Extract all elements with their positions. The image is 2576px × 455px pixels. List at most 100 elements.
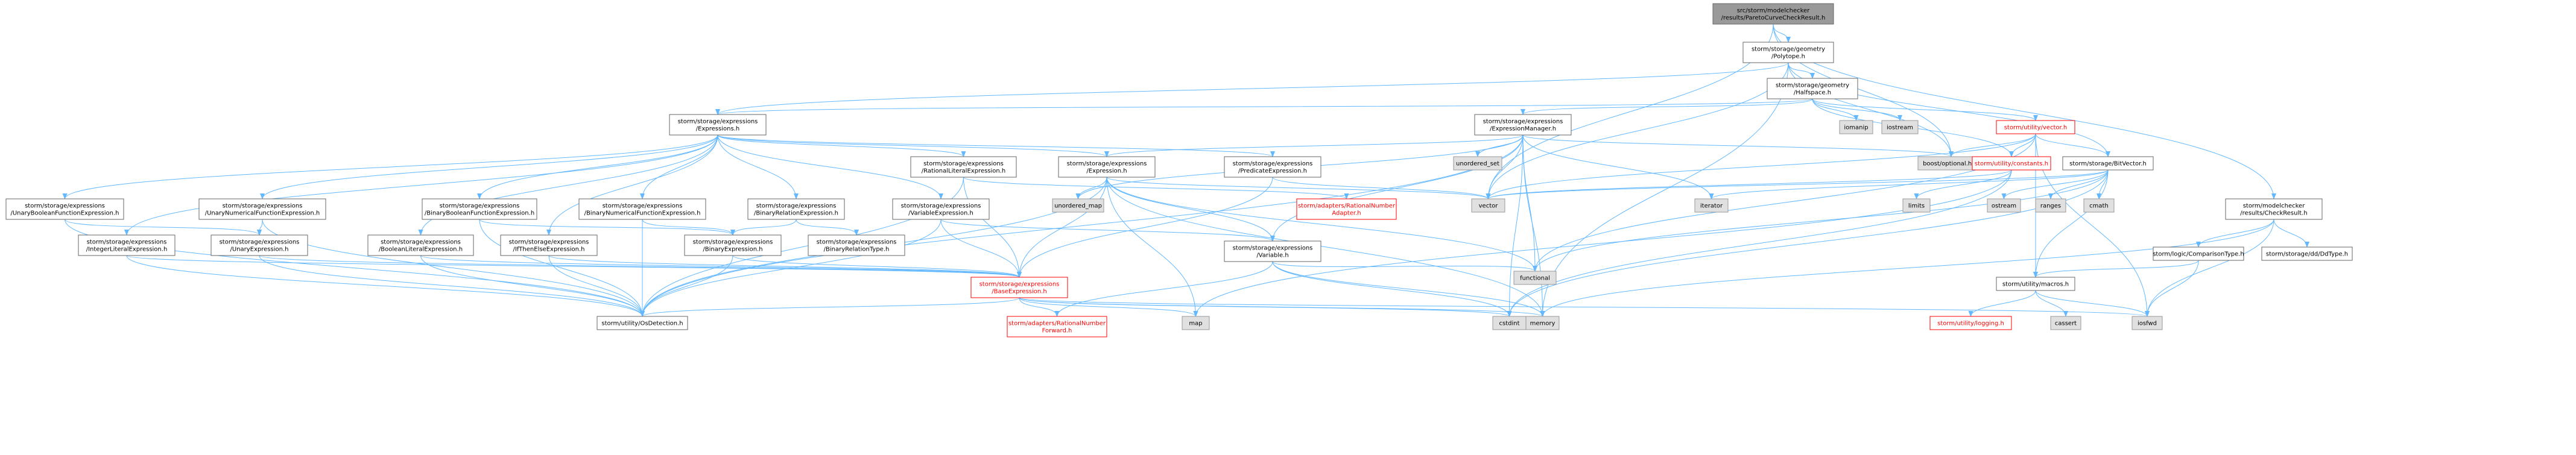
node-unary-expr[interactable]: storm/storage/expressions/UnaryExpressio…	[210, 234, 308, 256]
node-ios-detect[interactable]: storm/utility/OsDetection.h	[597, 316, 688, 330]
edge-bitvector-to-vector	[1486, 169, 2109, 199]
node-box	[597, 316, 688, 330]
node-box	[578, 198, 706, 220]
node-label-line: map	[1189, 321, 1202, 327]
node-unordered-map: unordered_map	[1052, 198, 1104, 213]
node-brel-expr[interactable]: storm/storage/expressions/BinaryRelation…	[747, 198, 845, 220]
node-box	[1712, 3, 1834, 25]
node-var-expr[interactable]: storm/storage/expressions/VariableExpres…	[892, 198, 990, 220]
node-bnf-expr[interactable]: storm/storage/expressions/BinaryNumerica…	[578, 198, 706, 220]
edge-binary_expr-to-ios_detect	[640, 255, 733, 317]
edge-expression-to-base_expr	[1017, 177, 1107, 278]
edge-expression-to-memory	[1106, 177, 1545, 317]
node-box	[1513, 271, 1557, 285]
node-bbf-expr[interactable]: storm/storage/expressions/BinaryBooleanF…	[422, 198, 537, 220]
node-box	[5, 198, 124, 220]
node-label-line: /results/CheckResult.h	[2240, 210, 2307, 217]
node-expressions[interactable]: storm/storage/expressions/Expressions.h	[669, 114, 767, 136]
node-box	[684, 234, 782, 256]
edge-uconstants-to-map	[1193, 169, 2012, 317]
node-halfspace[interactable]: storm/storage/geometry/Halfspace.h	[1767, 78, 1858, 99]
node-polytope[interactable]: storm/storage/geometry/Polytope.h	[1742, 42, 1834, 63]
edge-expressions-to-pred_expr	[717, 134, 1275, 157]
node-label-line: /VariableExpression.h	[908, 210, 973, 217]
edge-expression-to-functional	[1106, 177, 1537, 272]
dependency-edges	[62, 24, 2309, 317]
node-box	[198, 198, 326, 220]
edge-ubf_expr-to-unary_expr	[65, 219, 262, 236]
node-checkresult[interactable]: storm/modelchecker/results/CheckResult.h	[2225, 198, 2323, 220]
node-box	[1296, 198, 1397, 220]
node-box	[210, 234, 308, 256]
edge-checkresult-to-memory	[1540, 219, 2274, 317]
node-label-line: storm/storage/expressions	[509, 239, 589, 246]
node-bitvector[interactable]: storm/storage/BitVector.h	[2062, 156, 2154, 171]
edge-root-to-checkresult	[1773, 24, 2276, 199]
edge-bbf_expr-to-binary_expr	[479, 219, 735, 236]
node-bool-lit[interactable]: storm/storage/expressions/BooleanLiteral…	[367, 234, 474, 256]
node-box	[1224, 156, 1321, 178]
node-box	[1471, 198, 1505, 213]
node-unf-expr[interactable]: storm/storage/expressions/UnaryNumerical…	[198, 198, 326, 220]
node-label-line: storm/adapters/RationalNumber	[1008, 321, 1106, 327]
edge-var_expr-to-ios_detect	[640, 219, 941, 317]
node-label-line: storm/storage/expressions	[1483, 119, 1563, 125]
node-variable[interactable]: storm/storage/expressions/Variable.h	[1224, 240, 1321, 262]
edge-uvector-to-functional	[1533, 133, 2036, 272]
node-expression[interactable]: storm/storage/expressions/Expression.h	[1058, 156, 1156, 178]
dependency-nodes: src/storm/modelchecker/results/ParetoCur…	[5, 3, 2353, 337]
node-ubf-expr[interactable]: storm/storage/expressions/UnaryBooleanFu…	[5, 198, 124, 220]
node-base-expr: storm/storage/expressions/BaseExpression…	[970, 277, 1068, 298]
node-label-line: storm/storage/geometry	[1752, 46, 1825, 53]
node-box	[1996, 277, 2075, 291]
node-iostream: iostream	[1881, 120, 1919, 134]
node-label-line: src/storm/modelchecker	[1737, 8, 1810, 14]
node-cmath: cmath	[2083, 198, 2115, 213]
edge-expressions-to-ite_expr	[546, 134, 718, 236]
edge-exprmanager-to-expression	[1104, 134, 1524, 157]
node-label-line: ostream	[1992, 203, 2016, 210]
node-macros[interactable]: storm/utility/macros.h	[1996, 277, 2075, 291]
node-label-line: ranges	[2040, 203, 2061, 210]
edge-exprmanager-to-unordered_set	[1475, 134, 1524, 157]
node-label-line: unordered_map	[1054, 203, 1102, 210]
edge-uvector-to-uconstants	[2009, 133, 2036, 157]
node-box	[2225, 198, 2323, 220]
edge-unary_expr-to-ios_detect	[259, 255, 645, 317]
edge-bitvector-to-functional	[1533, 169, 2109, 272]
edge-base_expr-to-rnf_adapter	[1019, 297, 1060, 317]
node-label-line: storm/storage/expressions	[756, 203, 837, 210]
node-root[interactable]: src/storm/modelchecker/results/ParetoCur…	[1712, 3, 1834, 25]
node-dd-type[interactable]: storm/storage/dd/DdType.h	[2261, 246, 2353, 261]
edge-variable-to-memory	[1272, 261, 1545, 317]
node-label-line: storm/logic/ComparisonType.h	[2153, 251, 2244, 258]
edge-halfspace-to-exprmanager	[1521, 98, 1813, 115]
node-label-line: storm/storage/expressions	[1067, 161, 1147, 168]
node-ite-expr[interactable]: storm/storage/expressions/IfThenElseExpr…	[500, 234, 598, 256]
node-exprmanager[interactable]: storm/storage/expressions/ExpressionMana…	[1474, 114, 1572, 136]
node-brel-type[interactable]: storm/storage/expressions/BinaryRelation…	[808, 234, 905, 256]
node-int-lit[interactable]: storm/storage/expressions/IntegerLiteral…	[78, 234, 176, 256]
node-label-line: cassert	[2055, 321, 2077, 327]
edge-exprmanager-to-cstdint	[1507, 134, 1524, 317]
edge-exprmanager-to-boostopt	[1522, 134, 1954, 157]
node-pred-expr[interactable]: storm/storage/expressions/PredicateExpre…	[1224, 156, 1321, 178]
edge-brel_expr-to-binary_expr	[730, 219, 797, 236]
node-box	[910, 156, 1017, 178]
node-binary-expr[interactable]: storm/storage/expressions/BinaryExpressi…	[684, 234, 782, 256]
node-cassert: cassert	[2050, 316, 2081, 330]
node-box	[1525, 316, 1560, 330]
node-iterator: iterator	[1694, 198, 1729, 213]
node-box	[2062, 156, 2154, 171]
node-rat-lit[interactable]: storm/storage/expressions/RationalLitera…	[910, 156, 1017, 178]
edge-expressions-to-expression	[717, 134, 1109, 157]
edge-polytope-to-expressions	[715, 62, 1789, 115]
node-comptype[interactable]: storm/logic/ComparisonType.h	[2153, 246, 2244, 261]
edge-bnf_expr-to-binary_expr	[642, 219, 735, 236]
edge-checkresult-to-comptype	[2196, 219, 2274, 248]
edge-base_expr-to-iosfwd	[1019, 297, 2150, 317]
node-label-line: /ExpressionManager.h	[1490, 126, 1556, 133]
